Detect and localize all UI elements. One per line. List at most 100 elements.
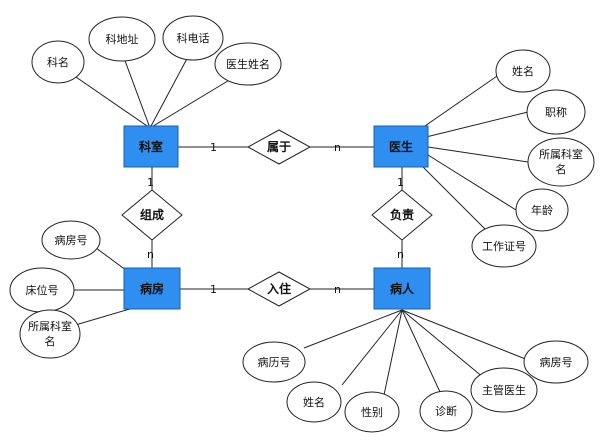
- edge-patient-attr-6: [401, 309, 529, 361]
- relationship-belongs-to: 属于: [246, 129, 312, 165]
- attribute-department-2: 科地址: [88, 16, 156, 62]
- attribute-doctor-5-ellipse: [471, 224, 537, 268]
- attribute-ward-2: 床位号: [9, 267, 75, 313]
- edge-doctor-attr-3: [427, 146, 529, 163]
- attribute-patient-6: 病房号: [523, 340, 589, 384]
- attribute-patient-6-ellipse: [523, 340, 589, 384]
- attribute-patient-3-label: 性别: [361, 405, 383, 419]
- attribute-patient-2-label: 姓名: [303, 395, 325, 409]
- attribute-doctor-1-ellipse: [495, 49, 551, 93]
- card-staysin-ward: 1: [210, 283, 217, 296]
- attribute-patient-1-label: 病历号: [258, 355, 291, 369]
- attribute-doctor-3-label-line2: 名: [556, 162, 567, 176]
- attribute-doctor-5: 工作证号: [471, 224, 537, 268]
- edge-patient-attr-2: [341, 309, 403, 386]
- attribute-department-2-ellipse: [88, 16, 156, 62]
- attribute-patient-1: 病历号: [242, 341, 306, 383]
- attribute-ward-2-label: 床位号: [26, 283, 59, 297]
- attribute-department-4-ellipse: [214, 42, 282, 86]
- relationship-belongs-to-diamond: [246, 129, 312, 165]
- attribute-ward-3-label-line1: 所属科室: [28, 319, 72, 333]
- attribute-doctor-1-label: 姓名: [512, 64, 534, 78]
- entity-doctor-label: 医生: [389, 139, 413, 154]
- attribute-patient-2: 姓名: [286, 381, 342, 423]
- relationship-belongs-to-label: 属于: [267, 140, 291, 154]
- attribute-ward-3: 所属科室 名: [19, 309, 81, 359]
- edge-patient-attr-1: [303, 309, 403, 349]
- relationship-composes-diamond: [121, 189, 183, 241]
- entity-ward: 病房: [123, 267, 181, 310]
- attribute-patient-5-label: 主管医生: [482, 383, 526, 397]
- attribute-patient-4-ellipse: [419, 390, 473, 432]
- attribute-department-3-label: 科电话: [177, 31, 210, 45]
- attribute-ward-3-label-line2: 名: [45, 334, 56, 348]
- attribute-department-4: 医生姓名: [214, 42, 282, 86]
- attribute-doctor-4-label: 年龄: [531, 203, 553, 217]
- attribute-doctor-3-label-line1: 所属科室: [539, 147, 583, 161]
- attribute-department-3: 科电话: [162, 15, 224, 61]
- card-responsible-doctor: 1: [397, 176, 404, 189]
- attribute-department-3-ellipse: [162, 15, 224, 61]
- attribute-patient-4: 诊断: [419, 390, 473, 432]
- entity-department: 科室: [123, 125, 179, 168]
- attribute-patient-5: 主管医生: [470, 367, 538, 413]
- edge-doctor-attr-2: [421, 111, 529, 139]
- attribute-doctor-2-label: 职称: [545, 105, 567, 119]
- edge-patient-attr-5: [401, 309, 485, 379]
- relationship-stays-in: 入住: [246, 271, 312, 307]
- entity-department-box: [123, 125, 179, 168]
- attribute-doctor-1: 姓名: [495, 49, 551, 93]
- attribute-doctor-4-ellipse: [515, 188, 569, 232]
- entity-department-label: 科室: [139, 139, 163, 154]
- relationship-responsible-for-label: 负责: [390, 207, 414, 222]
- relationship-composes: 组成: [121, 189, 183, 241]
- attribute-department-1: 科名: [31, 40, 85, 84]
- card-belongs-doctor: n: [334, 141, 341, 154]
- card-composes-ward: n: [147, 248, 154, 261]
- edge-patient-attr-4: [401, 309, 441, 393]
- attribute-ward-1-ellipse: [41, 220, 101, 260]
- attribute-patient-3: 性别: [344, 391, 400, 433]
- attribute-doctor-3: 所属科室 名: [527, 137, 595, 187]
- edge-doctor-attr-1: [421, 73, 501, 129]
- edge-dept-attr-4: [149, 75, 237, 129]
- relationship-responsible-for-diamond: [371, 189, 433, 241]
- attribute-patient-1-ellipse: [242, 341, 306, 383]
- cardinality-labels: 1 n 1 n 1 n 1 n: [147, 141, 404, 296]
- card-composes-department: 1: [147, 176, 154, 189]
- attribute-department-2-label: 科地址: [106, 32, 139, 46]
- card-responsible-patient: n: [397, 248, 404, 261]
- attribute-department-1-ellipse: [31, 40, 85, 84]
- attribute-doctor-3-ellipse: [527, 137, 595, 187]
- relationship-responsible-for: 负责: [371, 189, 433, 241]
- edge-dept-attr-2: [123, 57, 151, 129]
- connection-lines: [59, 52, 529, 396]
- attribute-ward-3-ellipse: [19, 309, 81, 359]
- attribute-patient-6-label: 病房号: [540, 355, 573, 369]
- attribute-doctor-5-label: 工作证号: [482, 240, 526, 253]
- attribute-ward-1-label: 病房号: [55, 233, 88, 247]
- edge-dept-attr-3: [149, 52, 191, 129]
- card-belongs-department: 1: [210, 141, 217, 154]
- attribute-department-1-label: 科名: [47, 55, 69, 69]
- attribute-patient-5-ellipse: [470, 367, 538, 413]
- attribute-department-4-label: 医生姓名: [226, 57, 270, 71]
- entity-patient-box: [373, 267, 431, 310]
- entity-doctor: 医生: [373, 125, 429, 168]
- attribute-doctor-2: 职称: [526, 89, 586, 135]
- edge-doctor-attr-5: [419, 163, 493, 237]
- relationship-stays-in-diamond: [246, 271, 312, 307]
- relationship-stays-in-label: 入住: [267, 281, 291, 296]
- attribute-doctor-2-ellipse: [526, 89, 586, 135]
- edge-patient-attr-3: [383, 309, 403, 396]
- attribute-doctor-4: 年龄: [515, 188, 569, 232]
- card-staysin-patient: n: [334, 283, 341, 296]
- attribute-patient-4-label: 诊断: [435, 404, 457, 418]
- entity-patient-label: 病人: [390, 281, 415, 296]
- attribute-patient-2-ellipse: [286, 381, 342, 423]
- relationship-composes-label: 组成: [140, 207, 164, 222]
- edge-doctor-attr-4: [427, 154, 517, 211]
- attribute-patient-3-ellipse: [344, 391, 400, 433]
- entity-doctor-box: [373, 125, 429, 168]
